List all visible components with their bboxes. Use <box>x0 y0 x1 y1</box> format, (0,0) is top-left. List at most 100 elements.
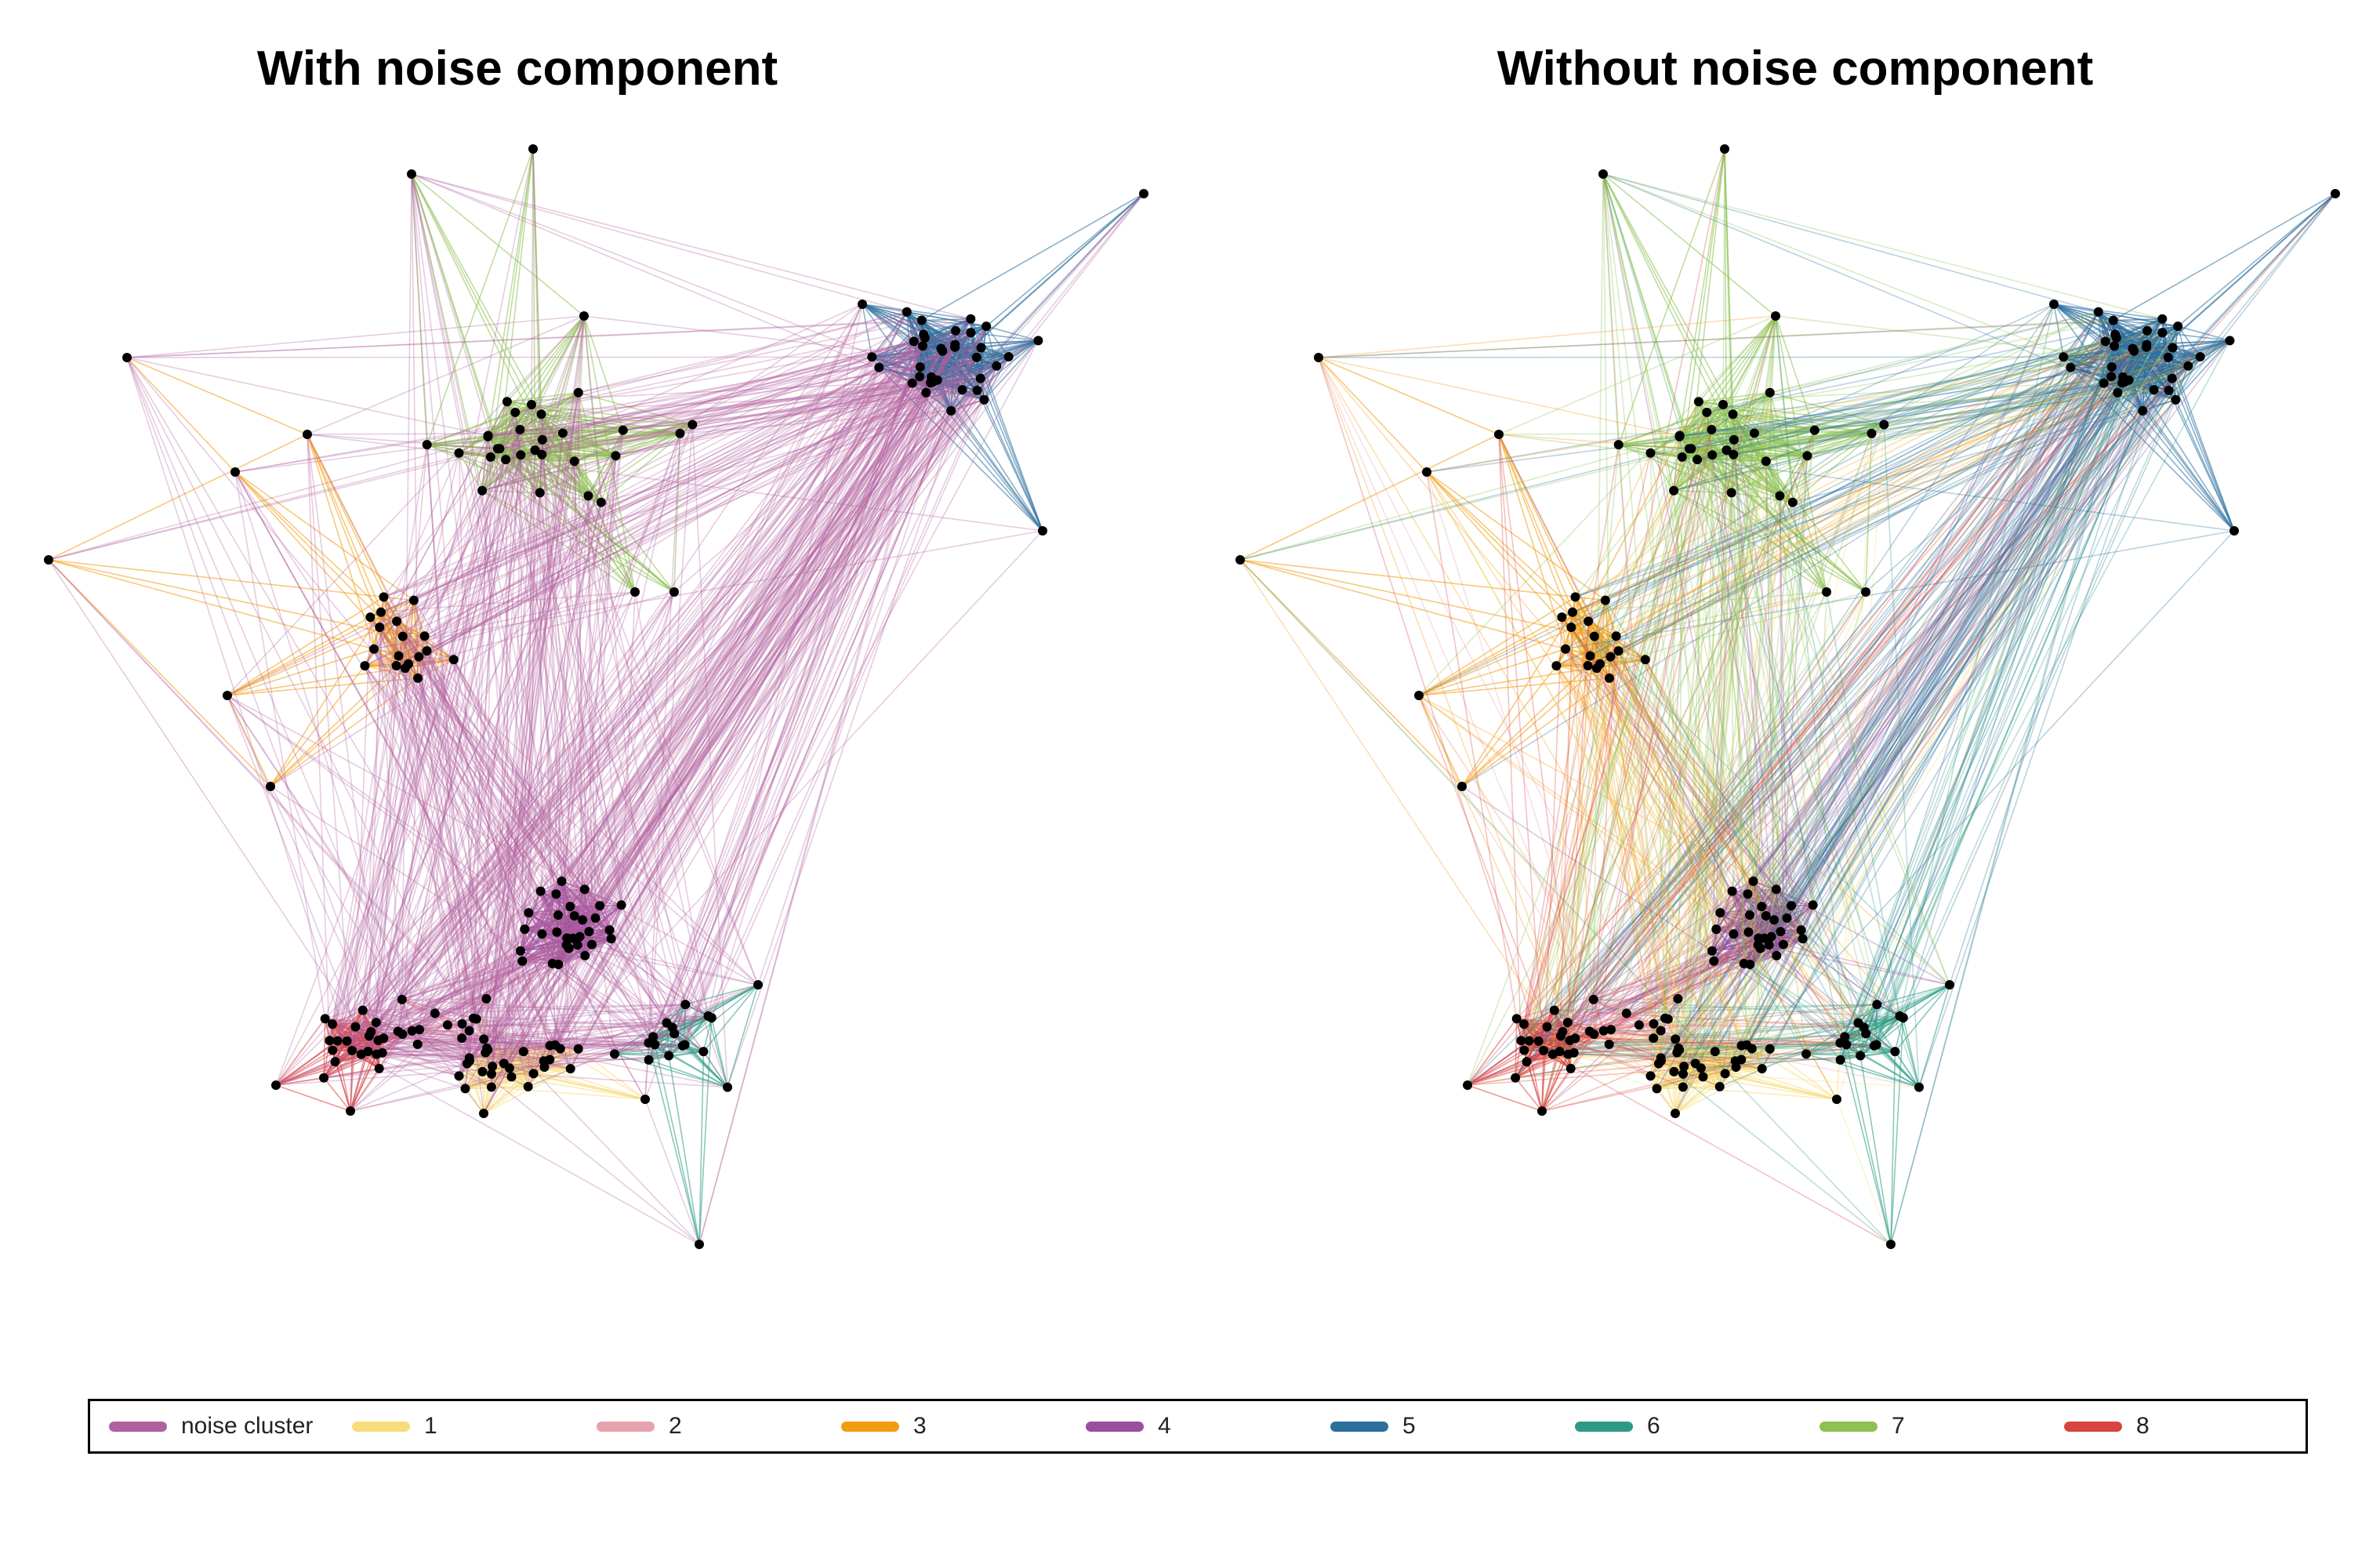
network-edge <box>1596 350 2135 669</box>
network-edge <box>574 340 915 917</box>
network-edge <box>1318 315 1776 358</box>
network-edge <box>1593 636 1617 1035</box>
network-edge <box>930 382 952 412</box>
network-edge <box>1556 665 1610 679</box>
network-edge <box>561 379 938 882</box>
network-edge <box>1498 434 1589 622</box>
network-node <box>698 1047 709 1057</box>
network-edge <box>373 648 543 935</box>
network-edge <box>1711 366 2113 952</box>
network-edge <box>1498 434 1598 669</box>
network-edge <box>1754 329 2148 434</box>
network-edge <box>1871 377 2172 434</box>
network-edge <box>1561 460 1767 618</box>
network-edge <box>355 1026 579 1050</box>
network-node <box>677 1040 688 1051</box>
network-edge <box>1769 1048 1838 1100</box>
network-edge <box>469 193 1145 1059</box>
network-edge <box>1683 315 1776 1067</box>
network-edge <box>1562 357 2169 618</box>
network-edge <box>275 1040 379 1086</box>
network-edge <box>1528 455 1713 1041</box>
network-edge <box>481 1071 700 1245</box>
network-node <box>363 1047 373 1056</box>
network-edge <box>1528 455 1809 1041</box>
network-edge <box>1682 456 1809 1074</box>
network-edge <box>401 173 412 1000</box>
network-edge <box>481 345 923 492</box>
network-edge <box>2168 357 2235 532</box>
network-edge <box>1554 1009 1640 1026</box>
network-edge <box>1874 410 2143 1047</box>
network-edge <box>1587 620 1847 1045</box>
network-edge <box>453 659 487 1053</box>
network-edge <box>524 383 913 930</box>
network-edge <box>648 1015 709 1061</box>
network-edge <box>1695 929 1802 1064</box>
network-edge <box>1746 591 1867 1046</box>
network-edge <box>541 413 616 456</box>
network-edge <box>648 1004 686 1061</box>
network-edge <box>380 612 470 1059</box>
network-node <box>481 993 492 1004</box>
network-edge <box>1801 929 1900 1017</box>
network-edge <box>1615 636 1735 935</box>
network-edge <box>397 906 571 1032</box>
network-edge <box>1678 929 1802 1049</box>
network-edge <box>1694 433 1755 1064</box>
network-edge <box>1638 935 1772 1026</box>
network-edge <box>336 455 617 1041</box>
network-edge <box>1239 559 1463 787</box>
network-edge <box>684 334 924 1045</box>
network-edge <box>2113 320 2170 391</box>
network-edge <box>615 382 931 456</box>
network-edge <box>461 401 508 1039</box>
network-edge <box>503 1062 646 1100</box>
network-edge <box>336 636 426 1041</box>
network-edge <box>459 1075 528 1088</box>
network-edge <box>1572 591 1827 613</box>
network-edge <box>1609 656 1669 1019</box>
network-edge <box>652 341 915 1037</box>
network-edge <box>334 650 428 1062</box>
network-edge <box>1679 366 2112 438</box>
network-edge <box>1609 677 1747 1046</box>
network-edge <box>1844 1037 1892 1245</box>
network-edge <box>1719 912 1751 965</box>
network-edge <box>1426 471 1747 1046</box>
network-edge <box>1521 1040 1674 1073</box>
network-edge <box>469 366 921 1062</box>
network-edge <box>1461 677 1610 787</box>
network-edge <box>985 193 1145 327</box>
network-edge <box>1839 325 2179 1044</box>
network-edge <box>402 340 1039 637</box>
network-edge <box>336 455 617 1041</box>
network-edge <box>532 148 553 964</box>
network-edge <box>462 964 559 1025</box>
network-edge <box>364 665 586 957</box>
network-edge <box>364 401 508 666</box>
network-edge <box>1807 389 2154 456</box>
network-edge <box>337 1040 704 1052</box>
network-node <box>486 1082 496 1092</box>
network-edge <box>680 377 981 434</box>
network-edge <box>532 148 536 451</box>
network-edge <box>323 356 873 1079</box>
network-edge <box>401 999 419 1045</box>
network-edge <box>346 1040 470 1062</box>
network-node <box>535 488 545 498</box>
network-edge <box>1656 455 1713 1089</box>
network-edge <box>1610 1029 1654 1039</box>
network-edge <box>419 436 489 1030</box>
panel-title-with-noise: With noise component <box>256 42 778 96</box>
network-edge <box>332 429 521 1025</box>
network-edge <box>2053 303 2114 321</box>
network-edge <box>1568 1053 1841 1061</box>
network-edge <box>1769 315 1776 393</box>
network-edge <box>365 343 956 666</box>
network-edge <box>1649 392 1771 1077</box>
network-edge <box>577 376 932 946</box>
network-edge <box>1694 454 1735 1064</box>
network-edge <box>1752 881 1804 939</box>
network-edge <box>1678 436 1867 593</box>
